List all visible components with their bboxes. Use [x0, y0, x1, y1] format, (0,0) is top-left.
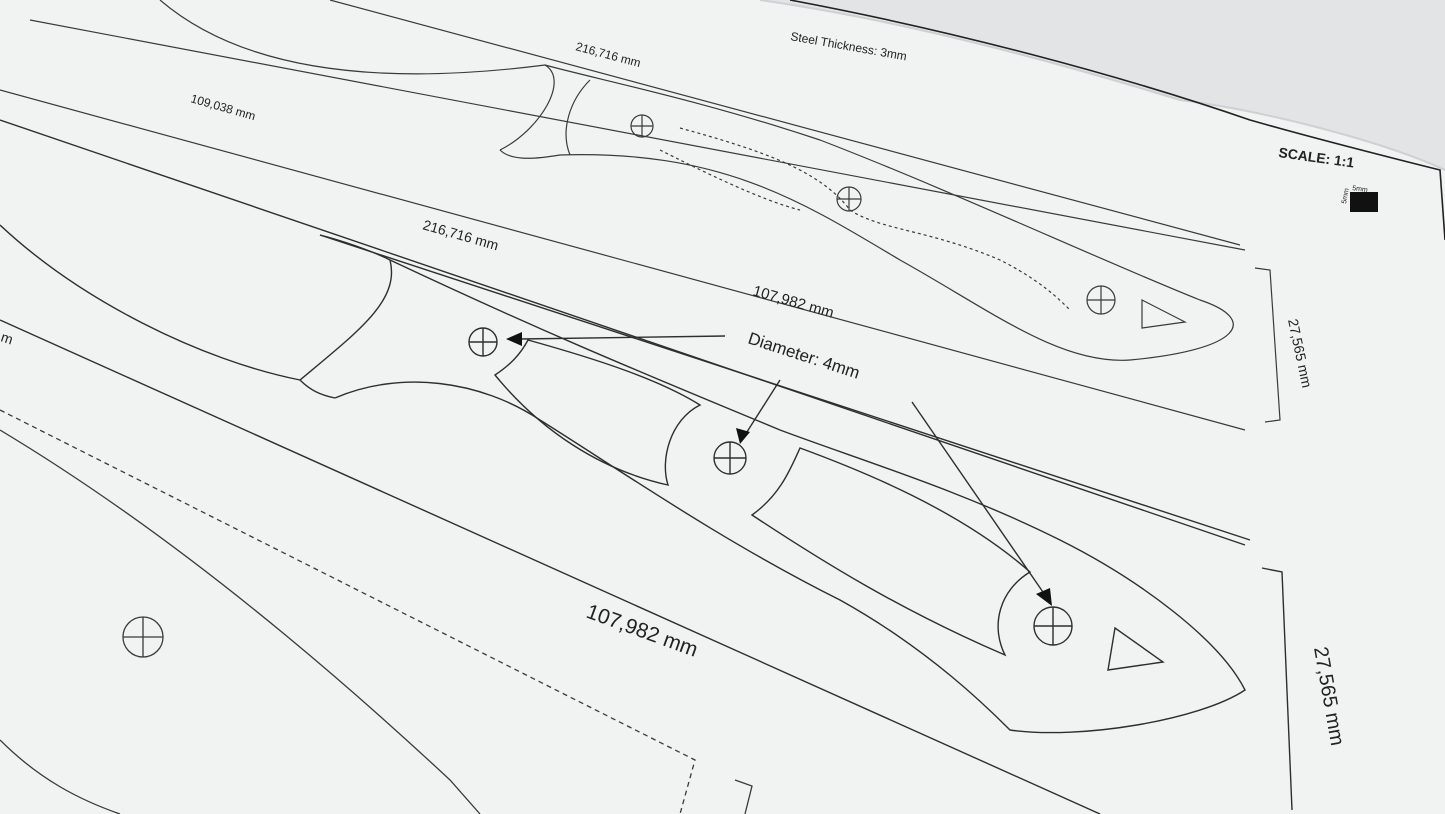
template-upper: [0, 0, 1281, 431]
callout-arrow-2: [744, 379, 781, 436]
scale-reference-box: [1350, 192, 1378, 212]
upper-scale-dashed: [679, 127, 1071, 311]
upper-lanyard-triangle: [1141, 299, 1187, 329]
title-block-border: [789, 0, 1445, 241]
middle-bound-bottom: [0, 319, 1101, 814]
arrowhead-1: [506, 332, 522, 346]
scale-box-top-label: 5mm: [1352, 185, 1369, 194]
template-middle: [0, 119, 1293, 814]
upper-hole-1-cross: [631, 115, 653, 137]
middle-dim-line: [319, 234, 1251, 541]
paper-edge: [759, 0, 1445, 171]
upper-bound-top: [29, 19, 1246, 251]
lower-dashed-outline: [0, 409, 696, 814]
middle-hole-3-cross: [1034, 607, 1072, 645]
upper-hole-2-cross: [837, 187, 861, 211]
arrowhead-2: [736, 428, 750, 444]
middle-scale-2: [750, 447, 1032, 657]
middle-lanyard-triangle: [1107, 626, 1165, 671]
upper-bound-bottom: [0, 89, 1246, 431]
lower-partial-label: m: [0, 329, 15, 348]
upper-height-bracket: [1254, 267, 1281, 423]
middle-blade-outline: [0, 224, 393, 381]
callout-arrow-3: [911, 401, 1046, 596]
middle-handle-outline: [334, 259, 1246, 734]
lower-bracket: [734, 779, 753, 814]
upper-guard: [565, 79, 591, 156]
middle-hole-2-cross: [714, 442, 746, 474]
middle-hole-1-cross: [469, 328, 497, 356]
upper-dim-line: [329, 0, 1241, 246]
lower-blade-outline: [0, 429, 481, 814]
upper-hole-3-cross: [1087, 286, 1115, 314]
middle-bound-top: [0, 119, 1246, 546]
arrowhead-3: [1036, 588, 1052, 606]
lower-hole-cross: [123, 617, 163, 657]
scale-box-side-label: 5mm: [1341, 188, 1351, 205]
middle-height-bracket: [1261, 567, 1293, 811]
upper-blade-outline: [159, 0, 555, 151]
callout-arrow-1: [519, 335, 726, 340]
middle-scale-1: [493, 339, 702, 486]
template-lower: [0, 409, 753, 814]
lower-blade-edge: [0, 739, 121, 814]
middle-notch: [299, 379, 336, 399]
callout-arrowheads: [506, 332, 1052, 606]
upper-handle-outline: [499, 64, 1234, 361]
